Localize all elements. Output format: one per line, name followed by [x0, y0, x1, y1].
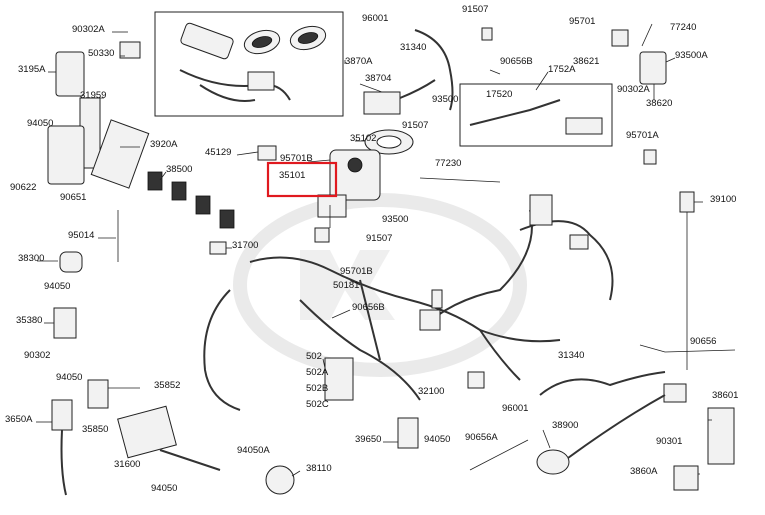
part-label: 502	[306, 351, 322, 362]
inset-box-1752A	[459, 83, 613, 147]
part-labels: 90302A 50330 3195A 31959 94050 90622 90651 3920…	[5, 4, 738, 494]
part-label: 95014	[68, 230, 94, 241]
left-parts	[47, 41, 295, 496]
part-label: 95701	[569, 16, 595, 27]
part-label: 35102	[350, 133, 376, 144]
part-label: 3195A	[18, 64, 46, 75]
part-label: 38704	[365, 73, 391, 84]
part-label: 91507	[366, 233, 392, 244]
part-label: 35101	[279, 170, 305, 181]
part-label: 3920A	[150, 139, 178, 150]
part-label: 90301	[656, 436, 682, 447]
part-label: 93500	[382, 214, 408, 225]
part-label: 91507	[462, 4, 488, 15]
part-label: 35380	[16, 315, 42, 326]
part-label: 91507	[402, 120, 428, 131]
part-label: 90302A	[72, 24, 105, 35]
part-label: 31340	[400, 42, 426, 53]
part-label: 77240	[670, 22, 696, 33]
part-label: 95701B	[340, 266, 373, 277]
part-label: 90656	[690, 336, 716, 347]
part-label: 3650A	[5, 414, 33, 425]
part-label: 90656A	[465, 432, 498, 443]
part-label: 3860A	[630, 466, 658, 477]
part-label: 31600	[114, 459, 140, 470]
part-label: 502A	[306, 367, 329, 378]
part-label: 39100	[710, 194, 736, 205]
part-label: 39650	[355, 434, 381, 445]
ignition-switch-assembly	[257, 129, 414, 243]
part-label: 35850	[82, 424, 108, 435]
part-label: 94050	[56, 372, 82, 383]
watermark-logo	[233, 193, 527, 377]
part-label: 93500	[432, 94, 458, 105]
part-label: 31959	[80, 90, 106, 101]
part-label: 38620	[646, 98, 672, 109]
part-label: 50181	[333, 280, 359, 291]
part-label: 1752A	[548, 64, 576, 75]
part-label: 38621	[573, 56, 599, 67]
part-label: 45129	[205, 147, 231, 158]
right-parts	[363, 23, 736, 491]
part-label: 95701A	[626, 130, 659, 141]
part-label: 38110	[306, 463, 332, 474]
part-label: 77230	[435, 158, 461, 169]
part-label: 90622	[10, 182, 36, 193]
part-label: 90302	[24, 350, 50, 361]
part-label: 31700	[232, 240, 258, 251]
part-label: 90651	[60, 192, 86, 203]
part-label: 94050	[151, 483, 177, 494]
part-label: 3870A	[345, 56, 373, 67]
part-label: 96001	[362, 13, 388, 24]
part-label: 90656B	[352, 302, 385, 313]
part-label: 38500	[166, 164, 192, 175]
part-label: 38300	[18, 253, 44, 264]
part-label: 31340	[558, 350, 584, 361]
main-wiring-harness	[203, 194, 614, 411]
part-label: 35852	[154, 380, 180, 391]
part-label: 94050	[44, 281, 70, 292]
part-label: 96001	[502, 403, 528, 414]
part-label: 94050A	[237, 445, 270, 456]
part-label: 94050	[27, 118, 53, 129]
part-label: 32100	[418, 386, 444, 397]
part-label: 93500A	[675, 50, 708, 61]
part-label: 38900	[552, 420, 578, 431]
part-label: 38601	[712, 390, 738, 401]
immobiliser-kit	[179, 22, 327, 102]
part-label: 17520	[486, 89, 512, 100]
part-label: 94050	[424, 434, 450, 445]
part-label: 502C	[306, 399, 329, 410]
highlight-box	[266, 161, 338, 198]
inset-box-3870A	[154, 11, 344, 117]
part-label: 50330	[88, 48, 114, 59]
part-label: 502B	[306, 383, 328, 394]
part-label: 95701B	[280, 153, 313, 164]
part-label: 90302A	[617, 84, 650, 95]
leader-lines	[36, 31, 712, 477]
part-label: 90656B	[500, 56, 533, 67]
